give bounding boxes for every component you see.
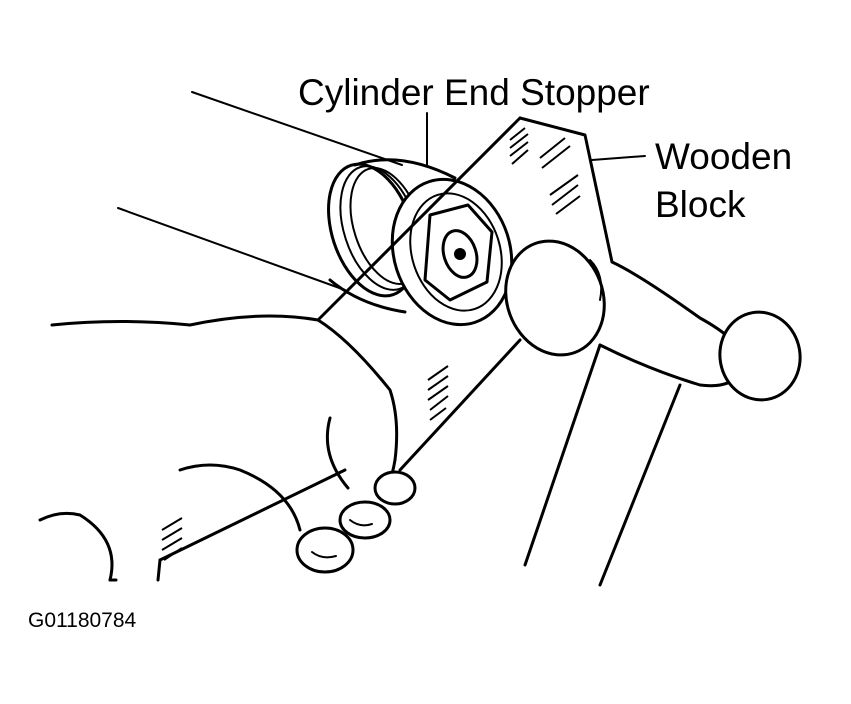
wooden-block-label-line2: Block [655,184,746,225]
figure-code: G01180784 [28,609,137,632]
hand [38,314,417,582]
hammer [504,239,802,587]
cylinder-end-stopper [327,158,514,327]
cylinder-end-stopper-label: Cylinder End Stopper [298,72,650,113]
wooden-block-label-line1: Wooden [655,136,793,177]
cylinder-body [117,91,403,291]
wooden-block [156,116,614,582]
leader-lines [426,112,646,166]
